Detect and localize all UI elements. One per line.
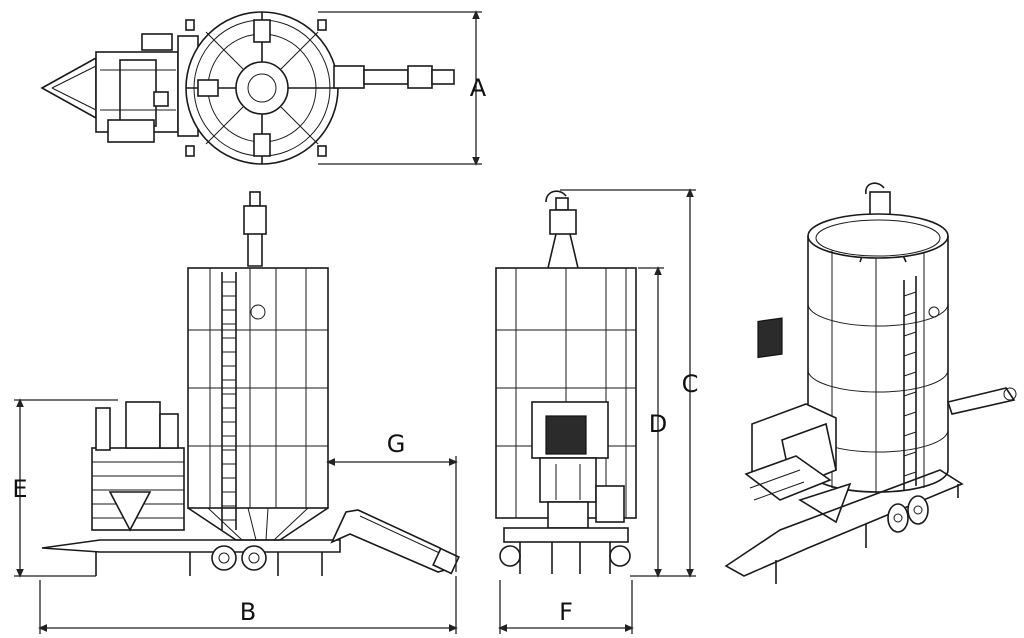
dimension-label-b: B xyxy=(240,598,256,626)
dimension-label-d: D xyxy=(649,410,667,438)
front-view xyxy=(495,188,696,634)
dimension-label-g: G xyxy=(387,430,406,458)
top-view xyxy=(40,10,482,166)
side-view xyxy=(14,191,460,634)
dimension-label-c: C xyxy=(682,370,699,398)
dimension-label-a: A xyxy=(470,74,487,102)
dimension-label-f: F xyxy=(559,598,573,626)
isometric-view xyxy=(724,182,1017,584)
dimension-label-e: E xyxy=(12,475,27,503)
